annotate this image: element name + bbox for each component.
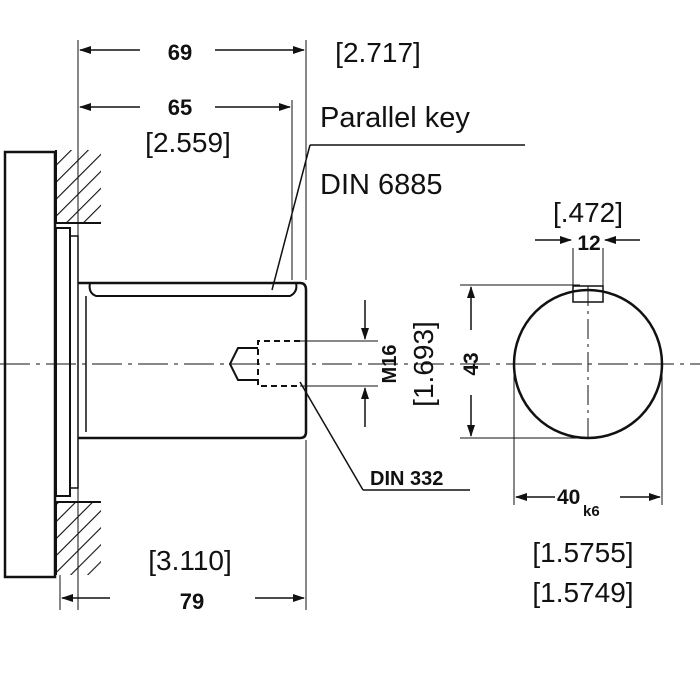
key-standard: DIN 6885 xyxy=(320,169,443,201)
dim-43-in: [1.693] xyxy=(408,321,439,407)
shaft-cross-section xyxy=(512,285,664,440)
dim-40-tolerance: k6 xyxy=(583,503,600,520)
dim-65-mm: 65 xyxy=(168,95,192,120)
dim-43 xyxy=(460,284,580,439)
dim-40-mm: 40 xyxy=(557,486,580,509)
dim-12-mm: 12 xyxy=(577,232,600,255)
dim-12 xyxy=(535,236,640,286)
shaft-side-view xyxy=(78,281,308,440)
dim-12-in: [.472] xyxy=(553,197,623,228)
dim-43-mm: 43 xyxy=(460,352,483,375)
key-leader xyxy=(271,144,311,291)
spigot xyxy=(55,227,79,497)
din332-leader xyxy=(299,381,364,491)
dim-40-in-min: [1.5749] xyxy=(532,577,633,608)
center-hole-standard: DIN 332 xyxy=(370,468,443,490)
dim-m16 xyxy=(300,300,378,427)
dim-69-mm: 69 xyxy=(168,40,192,65)
dim-79-in: [3.110] xyxy=(148,545,232,576)
dim-69-in: [2.717] xyxy=(335,37,421,68)
dim-40-in-max: [1.5755] xyxy=(532,537,633,568)
key-title: Parallel key xyxy=(320,102,470,134)
dim-79-mm: 79 xyxy=(180,589,204,614)
dim-40k6 xyxy=(513,364,663,505)
dim-65-in: [2.559] xyxy=(145,127,231,158)
thread-label: M16 xyxy=(379,345,401,384)
